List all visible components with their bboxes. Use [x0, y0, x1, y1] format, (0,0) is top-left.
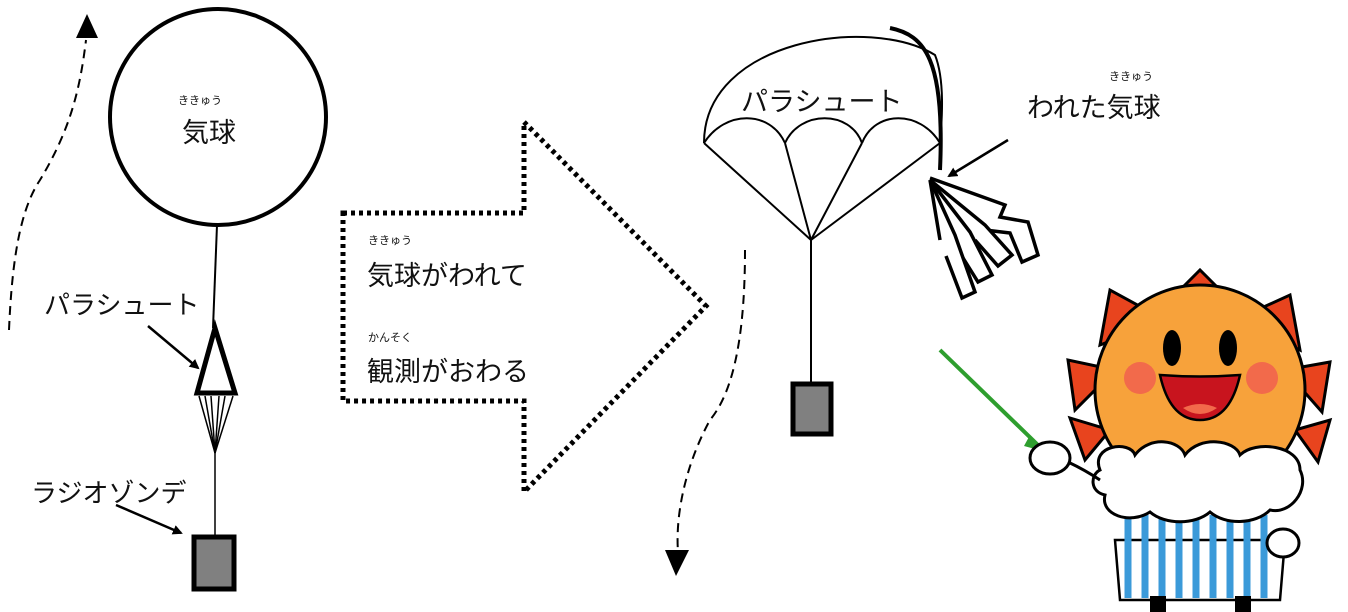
arrow-line2-ruby: かんそく	[368, 331, 412, 344]
falling-path-arrow	[665, 249, 746, 576]
balloon-circle	[108, 7, 328, 227]
folded-parachute	[193, 319, 239, 396]
balloon-ruby: ききゅう	[178, 94, 222, 107]
arrow-line2-text: 観測がおわる	[367, 357, 529, 388]
open-parachute	[703, 26, 943, 384]
parachute-left-label: パラシュート	[44, 291, 200, 321]
sun-character-icon	[938, 267, 1333, 612]
arrow-line1-text: 気球がわれて	[367, 261, 527, 292]
parachute-right-label: パラシュート	[741, 87, 903, 118]
radiosonde-box-right	[790, 381, 834, 437]
burst-balloon-label: われた気球	[1027, 93, 1161, 124]
burst-balloon-pointer-arrow	[947, 138, 1009, 178]
radiosonde-pointer-arrow	[115, 503, 183, 535]
rising-path-arrow	[8, 14, 98, 331]
transition-arrow	[340, 115, 710, 499]
balloon-tether	[212, 224, 218, 329]
arrow-line1-ruby: ききゅう	[368, 234, 412, 247]
parachute-lines	[198, 395, 234, 536]
radiosonde-label: ラジオゾンデ	[31, 479, 187, 509]
radiosonde-box-left	[191, 534, 237, 592]
parachute-pointer-arrow	[147, 325, 200, 370]
balloon-label: 気球	[182, 118, 236, 149]
burst-balloon-ruby: ききゅう	[1109, 70, 1153, 83]
burst-balloon-shreds	[928, 176, 1041, 301]
